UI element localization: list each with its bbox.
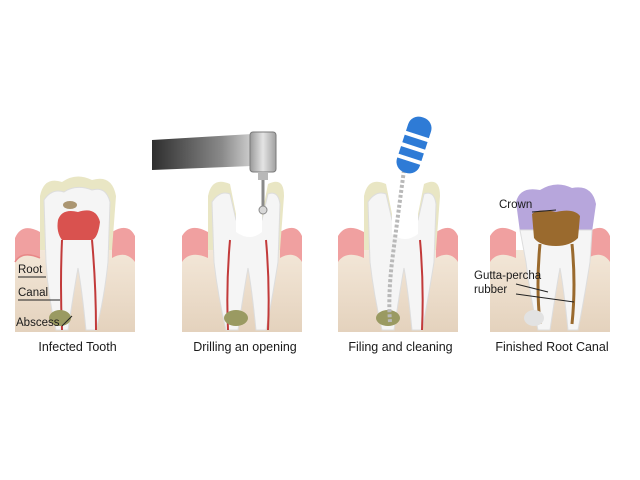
drill-handpiece — [152, 134, 252, 170]
abscess-blob — [224, 310, 248, 326]
healed-area — [524, 310, 544, 326]
gum — [490, 227, 516, 262]
file-band — [396, 153, 423, 166]
gum-line-left — [14, 254, 41, 263]
drill-head — [249, 131, 277, 173]
panel-drilling — [152, 131, 302, 332]
pulp-chamber — [57, 210, 100, 240]
abscess-blob — [376, 310, 400, 326]
canal — [91, 239, 97, 331]
label-canal: Canal — [18, 287, 49, 299]
caption-filing: Filing and cleaning — [348, 340, 453, 354]
gum — [182, 227, 208, 262]
panel-infected-tooth — [14, 176, 135, 332]
gum — [338, 227, 364, 262]
gum — [15, 228, 40, 262]
drill-neck — [258, 172, 268, 180]
label-crown: Crown — [499, 199, 533, 211]
gum — [280, 227, 302, 262]
file-handle — [396, 116, 432, 174]
decay-spot — [63, 201, 77, 209]
file-band — [400, 141, 427, 154]
file-shaft — [387, 169, 406, 323]
leader-crown — [531, 209, 557, 213]
label-abscess: Abscess — [16, 317, 60, 329]
gum — [112, 227, 135, 262]
filling-canal — [570, 243, 576, 325]
leader-rubber — [515, 293, 575, 303]
drill-tip — [258, 205, 268, 215]
caption-drilling: Drilling an opening — [193, 340, 297, 354]
leader-gutta — [515, 283, 549, 293]
gum — [588, 227, 610, 262]
caption-infected-tooth: Infected Tooth — [38, 340, 117, 354]
canal — [265, 239, 270, 331]
caption-finished: Finished Root Canal — [495, 340, 609, 354]
filling-chamber — [532, 210, 580, 246]
panel-filing — [338, 116, 458, 332]
panel-finished — [490, 184, 610, 332]
canal — [419, 239, 424, 331]
label-gutta-percha: Gutta-percha — [474, 270, 542, 282]
leader-abscess — [61, 315, 73, 327]
open-chamber — [236, 214, 262, 237]
label-rubber: rubber — [474, 284, 508, 296]
gum — [436, 227, 458, 262]
label-root: Root — [18, 264, 43, 276]
file-band — [403, 130, 430, 143]
